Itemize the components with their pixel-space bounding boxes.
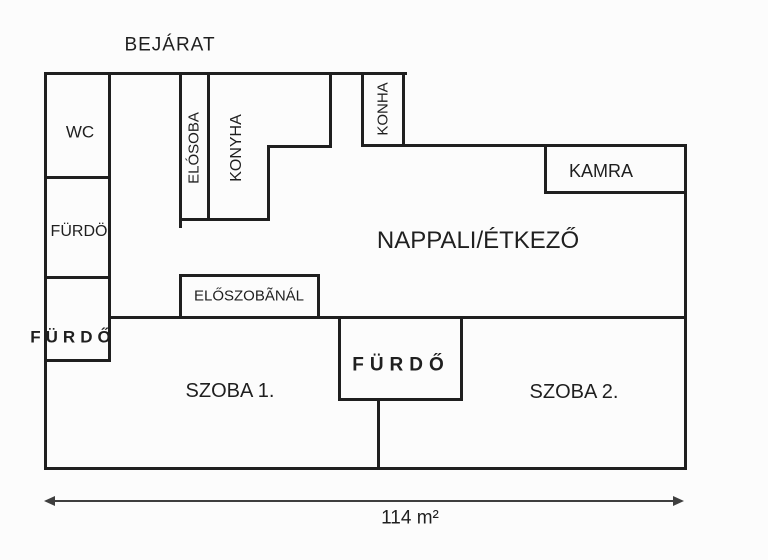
room-label-at-hallway: ELŐSZOBÃNÁL — [193, 287, 305, 305]
wall-elosoba-divider — [207, 72, 210, 221]
wall-middle — [108, 316, 687, 319]
total-area-label: 114 m² — [381, 507, 439, 529]
wall-konyha-step-vert — [329, 72, 332, 148]
wall-eloszobanal-top — [179, 274, 320, 277]
dimension-arrowhead-left — [44, 496, 55, 506]
wall-outer-right — [684, 144, 687, 470]
wall-wc-divider — [44, 176, 111, 179]
wall-furdomid-bottom — [338, 398, 463, 401]
wall-outer-top — [44, 72, 407, 75]
wall-kamra-bottom — [544, 191, 687, 194]
wall-eloszobanal-left — [179, 274, 182, 319]
wall-konyha-bottom — [179, 218, 270, 221]
wall-furdo-divider — [44, 276, 111, 279]
wall-szoba-divider — [377, 398, 380, 470]
room-label-room2: SZOBA 2. — [529, 381, 619, 403]
wall-kamra-left — [544, 144, 547, 194]
wall-konyha-right — [267, 145, 270, 221]
room-label-room1: SZOBA 1. — [185, 380, 275, 402]
wall-eloszobanal-right — [317, 274, 320, 319]
room-label-bathroom-left: FÜRDŐ — [30, 327, 116, 347]
wall-column-right — [108, 72, 111, 362]
wall-furdomid-right — [460, 316, 463, 401]
wall-konha-right — [402, 72, 405, 147]
entrance-label: BEJÁRAT — [124, 34, 216, 56]
room-label-pantry: KAMRA — [568, 161, 634, 181]
room-label-kitchen: KONYHA — [228, 114, 245, 182]
room-label-bathroom-upper: FÜRDÖ — [50, 223, 108, 240]
wall-outer-left — [44, 72, 47, 470]
room-label-living-dining: NAPPALI/ÉTKEZŐ — [376, 227, 580, 254]
room-label-wc: WC — [65, 122, 95, 142]
wall-furdomid-left — [338, 316, 341, 401]
dimension-arrow-line — [50, 500, 678, 502]
wall-konha-left — [361, 72, 364, 147]
wall-furdo-bottom — [44, 359, 111, 362]
room-label-kitchen-strip: KONHA — [374, 82, 392, 136]
room-label-hallway-strip: ELÓSOBA — [185, 112, 203, 184]
wall-konyha-step-horiz — [267, 145, 332, 148]
wall-nappali-top — [361, 144, 687, 147]
wall-outer-bottom — [44, 467, 687, 470]
wall-elosoba-left — [179, 72, 182, 228]
dimension-arrowhead-right — [673, 496, 684, 506]
room-label-bathroom-middle: FÜRDŐ — [352, 354, 450, 376]
